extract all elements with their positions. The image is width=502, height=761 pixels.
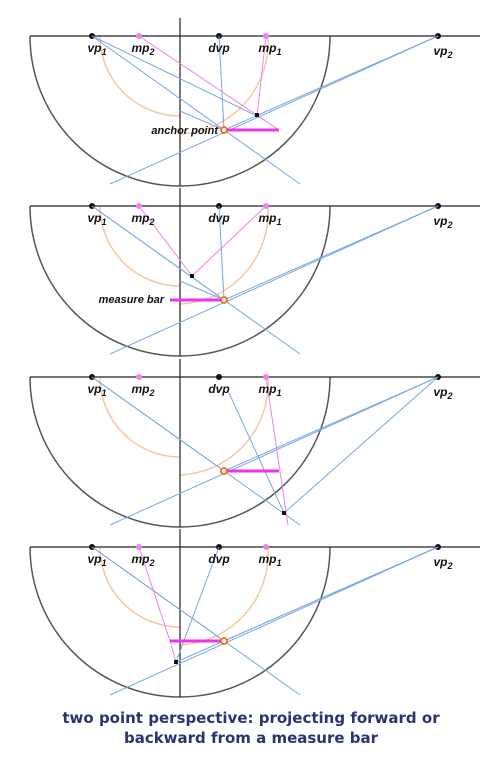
vp2-label: vp2 <box>433 385 452 401</box>
figure-caption: two point perspective: projecting forwar… <box>0 708 502 748</box>
caption-line-2: backward from a measure bar <box>123 729 379 747</box>
measure-lines <box>138 205 267 277</box>
anchor-point-marker <box>220 126 228 134</box>
panel-1: anchor point <box>29 17 481 187</box>
mp1-label: mp1 <box>258 552 281 568</box>
panel-2: measure bar <box>29 187 481 357</box>
projected-point <box>174 660 178 664</box>
panel-4 <box>29 528 481 698</box>
projected-point <box>282 511 286 515</box>
mp1-label: mp1 <box>258 382 281 398</box>
vp2-label: vp2 <box>433 214 452 230</box>
dvp-label: dvp <box>208 211 229 225</box>
anchor-point-marker <box>220 467 228 475</box>
panel-3 <box>29 358 481 528</box>
projected-point <box>190 274 194 278</box>
construction-lines <box>91 205 439 355</box>
construction-lines <box>91 546 439 696</box>
vp1-label: vp1 <box>87 41 106 57</box>
mp1-label: mp1 <box>258 41 281 57</box>
construction-lines <box>91 376 439 526</box>
measure-lines <box>138 546 177 663</box>
vp1-label: vp1 <box>87 552 106 568</box>
mp2-label: mp2 <box>131 382 154 398</box>
anchor-point-marker <box>220 637 228 645</box>
vp2-label: vp2 <box>433 44 452 60</box>
measure-lines <box>265 376 289 526</box>
mp2-label: mp2 <box>131 211 154 227</box>
mp1-label: mp1 <box>258 211 281 227</box>
caption-line-1: two point perspective: projecting forwar… <box>62 709 440 727</box>
point-labels: vp1 mp2 dvp mp1 vp2 vp1 mp2 dvp mp1 vp2 vp1 mp2 dvp m… <box>87 41 452 571</box>
vp1-label: vp1 <box>87 382 106 398</box>
dvp-label: dvp <box>208 41 229 55</box>
vp1-label: vp1 <box>87 211 106 227</box>
dvp-label: dvp <box>208 382 229 396</box>
anchor-point-marker <box>220 296 228 304</box>
measure-bar-label: measure bar <box>99 294 165 306</box>
construction-lines <box>91 35 439 185</box>
perspective-diagram: anchor point measure bar <box>29 17 481 698</box>
vp2-label: vp2 <box>433 555 452 571</box>
projected-point <box>255 113 259 117</box>
mp2-label: mp2 <box>131 41 154 57</box>
dvp-label: dvp <box>208 552 229 566</box>
anchor-point-label: anchor point <box>151 125 219 137</box>
mp2-label: mp2 <box>131 552 154 568</box>
